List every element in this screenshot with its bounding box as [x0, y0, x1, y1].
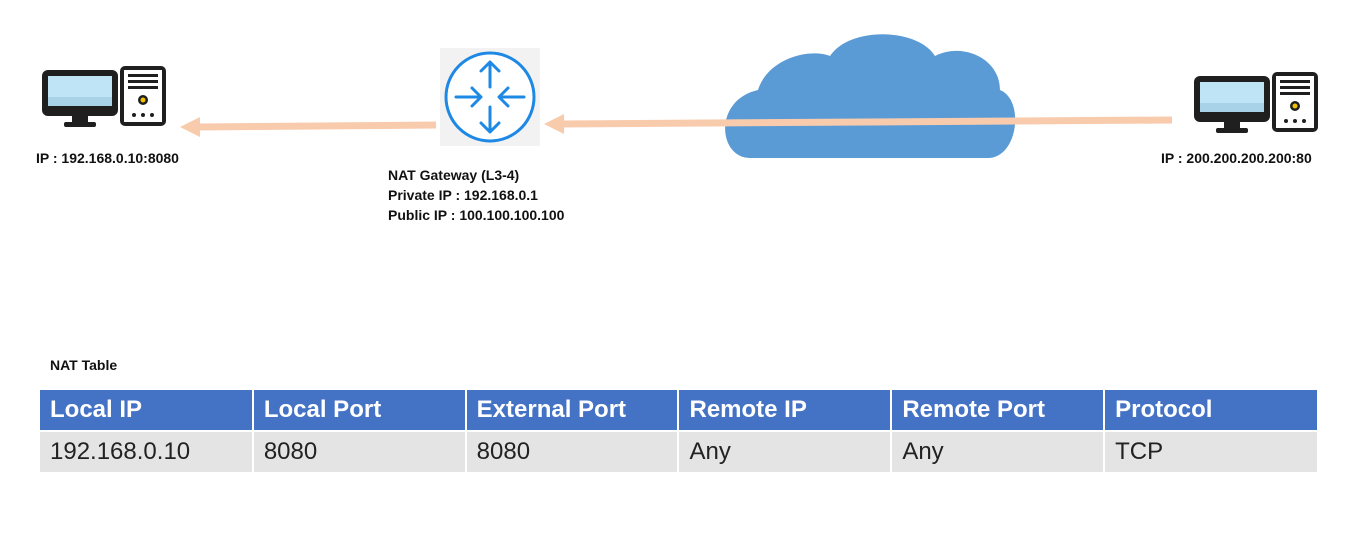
header-local-port: Local Port [252, 390, 467, 432]
router-icon [440, 48, 540, 146]
left-host-icon [42, 66, 166, 127]
nat-table: Local IP Local Port External Port Remote… [40, 390, 1317, 472]
right-host-icon [1194, 72, 1318, 133]
cell-remote-ip: Any [678, 431, 893, 472]
arrow-gateway-to-left-host [180, 117, 437, 137]
gateway-name: NAT Gateway (L3-4) [388, 167, 520, 183]
gateway-label: NAT Gateway (L3-4) Private IP : 192.168.… [388, 165, 564, 225]
header-remote-ip: Remote IP [678, 390, 893, 432]
arrow-internet-to-gateway [544, 114, 1173, 134]
left-host-ip-label: IP : 192.168.0.10:8080 [36, 150, 179, 166]
nat-table-header-row: Local IP Local Port External Port Remote… [40, 390, 1317, 432]
header-remote-port: Remote Port [891, 390, 1106, 432]
cell-remote-port: Any [891, 431, 1106, 472]
nat-table-title: NAT Table [50, 357, 118, 373]
cell-external-port: 8080 [465, 431, 680, 472]
gateway-private-ip: Private IP : 192.168.0.1 [388, 187, 538, 203]
cell-protocol: TCP [1104, 431, 1317, 472]
cell-local-ip: 192.168.0.10 [40, 431, 254, 472]
cell-local-port: 8080 [252, 431, 467, 472]
header-external-port: External Port [465, 390, 680, 432]
header-local-ip: Local IP [40, 390, 254, 432]
gateway-public-ip: Public IP : 100.100.100.100 [388, 207, 565, 223]
table-row: 192.168.0.10 8080 8080 Any Any TCP [40, 431, 1317, 472]
header-protocol: Protocol [1104, 390, 1317, 432]
internet-cloud-icon [725, 34, 1016, 158]
right-host-ip-label: IP : 200.200.200.200:80 [1161, 150, 1312, 166]
